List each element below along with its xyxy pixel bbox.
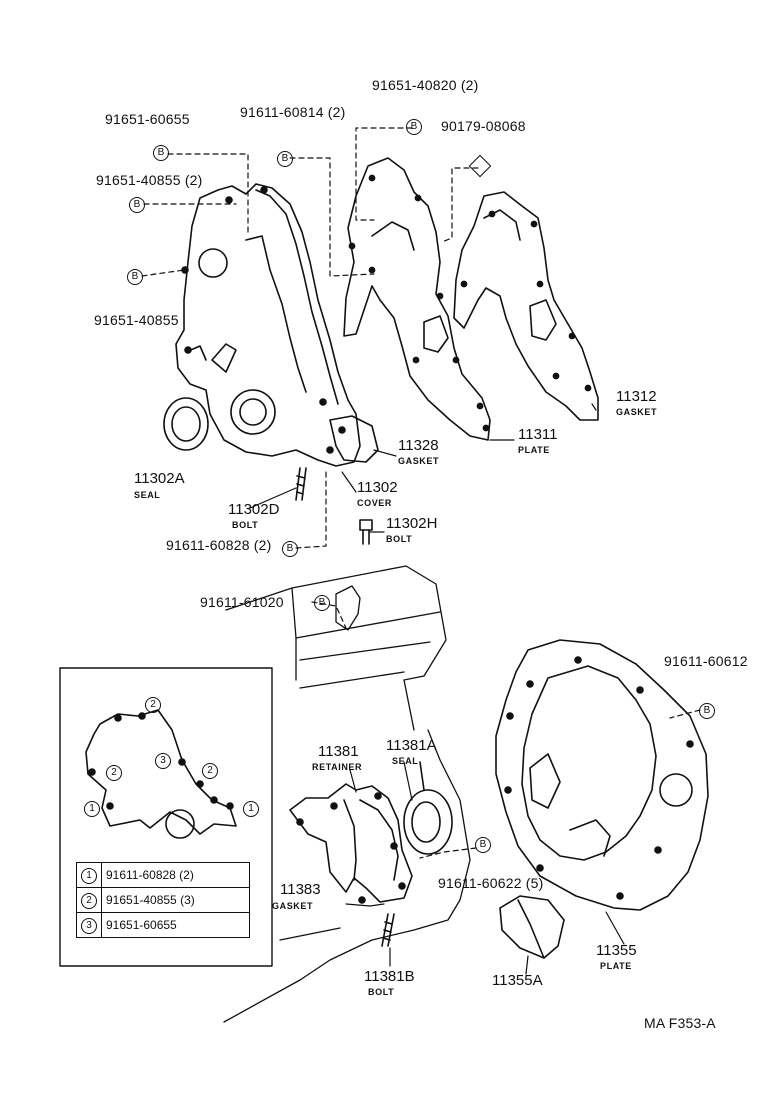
label-91611-60828: 91611-60828 (2) [166, 537, 272, 553]
label-11302H: 11302H [386, 515, 438, 532]
legend-part-cell: 91651-40855 (3) [101, 887, 250, 913]
label-11355: 11355 [596, 942, 637, 959]
upper-leader-lines [141, 127, 479, 549]
bolt-11302H [359, 519, 373, 545]
plate-11311 [453, 191, 599, 421]
plate-11355 [495, 639, 709, 911]
legend-part-cell: 91611-60828 (2) [101, 862, 250, 888]
diagram-id: MA F353-A [644, 1015, 716, 1031]
inset-callout-1: 1 [243, 801, 259, 817]
legend-row: 3 91651-60655 [76, 912, 250, 938]
bolt-11302D [295, 467, 307, 501]
timing-cover-11302 [175, 183, 361, 467]
lower-solid-leaders [345, 761, 625, 975]
bolt-marker-icon: B [314, 595, 330, 611]
legend-num-cell: 1 [76, 862, 102, 888]
inset-cover-sketch [85, 709, 237, 839]
bolt-marker-icon: B [699, 703, 715, 719]
label-91611-60814: 91611-60814 (2) [240, 104, 346, 120]
legend-part-cell: 91651-60655 [101, 912, 250, 938]
label-90179-08068: 90179-08068 [441, 118, 526, 134]
inset-callout-2: 2 [145, 697, 161, 713]
legend-row: 2 91651-40855 (3) [76, 887, 250, 913]
label-11302D: 11302D [228, 501, 280, 518]
inset-callout-1: 1 [84, 801, 100, 817]
label-11328-sub: GASKET [398, 456, 440, 466]
bolt-marker-icon: B [153, 145, 169, 161]
label-11302D-sub: BOLT [232, 520, 259, 530]
label-11381B-sub: BOLT [368, 987, 395, 997]
upper-solid-leaders [249, 403, 597, 533]
label-11312: 11312 [616, 388, 657, 405]
label-11302-sub: COVER [357, 498, 393, 508]
part-11355A [499, 895, 565, 959]
inset-callout-2: 2 [106, 765, 122, 781]
bolt-marker-icon: B [406, 119, 422, 135]
bolt-marker-icon: B [127, 269, 143, 285]
label-11381B: 11381B [364, 968, 415, 985]
inset-callout-3: 3 [155, 753, 171, 769]
gasket-outline-middle [343, 157, 491, 441]
seal-11381A [403, 761, 453, 855]
label-11383-sub: GASKET [272, 901, 314, 911]
label-11381-sub: RETAINER [312, 762, 363, 772]
legend-callout-2: 2 [81, 892, 97, 909]
label-11381A-sub: SEAL [392, 756, 419, 766]
gasket-11328 [329, 415, 379, 463]
label-11383: 11383 [280, 881, 321, 898]
label-11311: 11311 [518, 426, 558, 443]
bolt-marker-icon: B [129, 197, 145, 213]
inset-box [59, 667, 273, 967]
label-91611-61020: 91611-61020 [200, 594, 284, 610]
label-11302: 11302 [357, 479, 398, 496]
label-11355A: 11355A [492, 972, 543, 989]
bolt-marker-icon: B [277, 151, 293, 167]
label-11302A-sub: SEAL [134, 490, 161, 500]
label-11302H-sub: BOLT [386, 534, 413, 544]
inset-legend-table: 1 91611-60828 (2) 2 91651-40855 (3) 3 91… [76, 862, 250, 938]
label-11328: 11328 [398, 437, 439, 454]
label-11381: 11381 [318, 743, 359, 760]
label-91611-60612: 91611-60612 [664, 653, 748, 669]
label-11302A: 11302A [134, 470, 185, 487]
legend-row: 1 91611-60828 (2) [76, 862, 250, 888]
label-91651-40820: 91651-40820 (2) [372, 77, 479, 93]
bolt-11381B [381, 913, 395, 947]
engine-block-outline [223, 565, 471, 1023]
legend-callout-3: 3 [81, 917, 97, 934]
bolt-marker-icon: B [475, 837, 491, 853]
legend-num-cell: 2 [76, 887, 102, 913]
label-91651-40855: 91651-40855 [94, 312, 179, 328]
retainer-11381 [289, 783, 413, 904]
label-11381A: 11381A [386, 737, 437, 754]
legend-callout-1: 1 [81, 867, 97, 884]
inset-callout-2: 2 [202, 763, 218, 779]
seal-11302A [163, 397, 209, 451]
label-11311-sub: PLATE [518, 445, 550, 455]
label-91611-60622: 91611-60622 (5) [438, 875, 544, 891]
legend-num-cell: 3 [76, 912, 102, 938]
label-11312-sub: GASKET [616, 407, 658, 417]
label-91651-60655: 91651-60655 [105, 111, 190, 127]
lower-leader-lines [311, 601, 701, 859]
label-11355-sub: PLATE [600, 961, 632, 971]
label-91651-40855-2: 91651-40855 (2) [96, 172, 203, 188]
bolt-marker-icon: B [282, 541, 298, 557]
